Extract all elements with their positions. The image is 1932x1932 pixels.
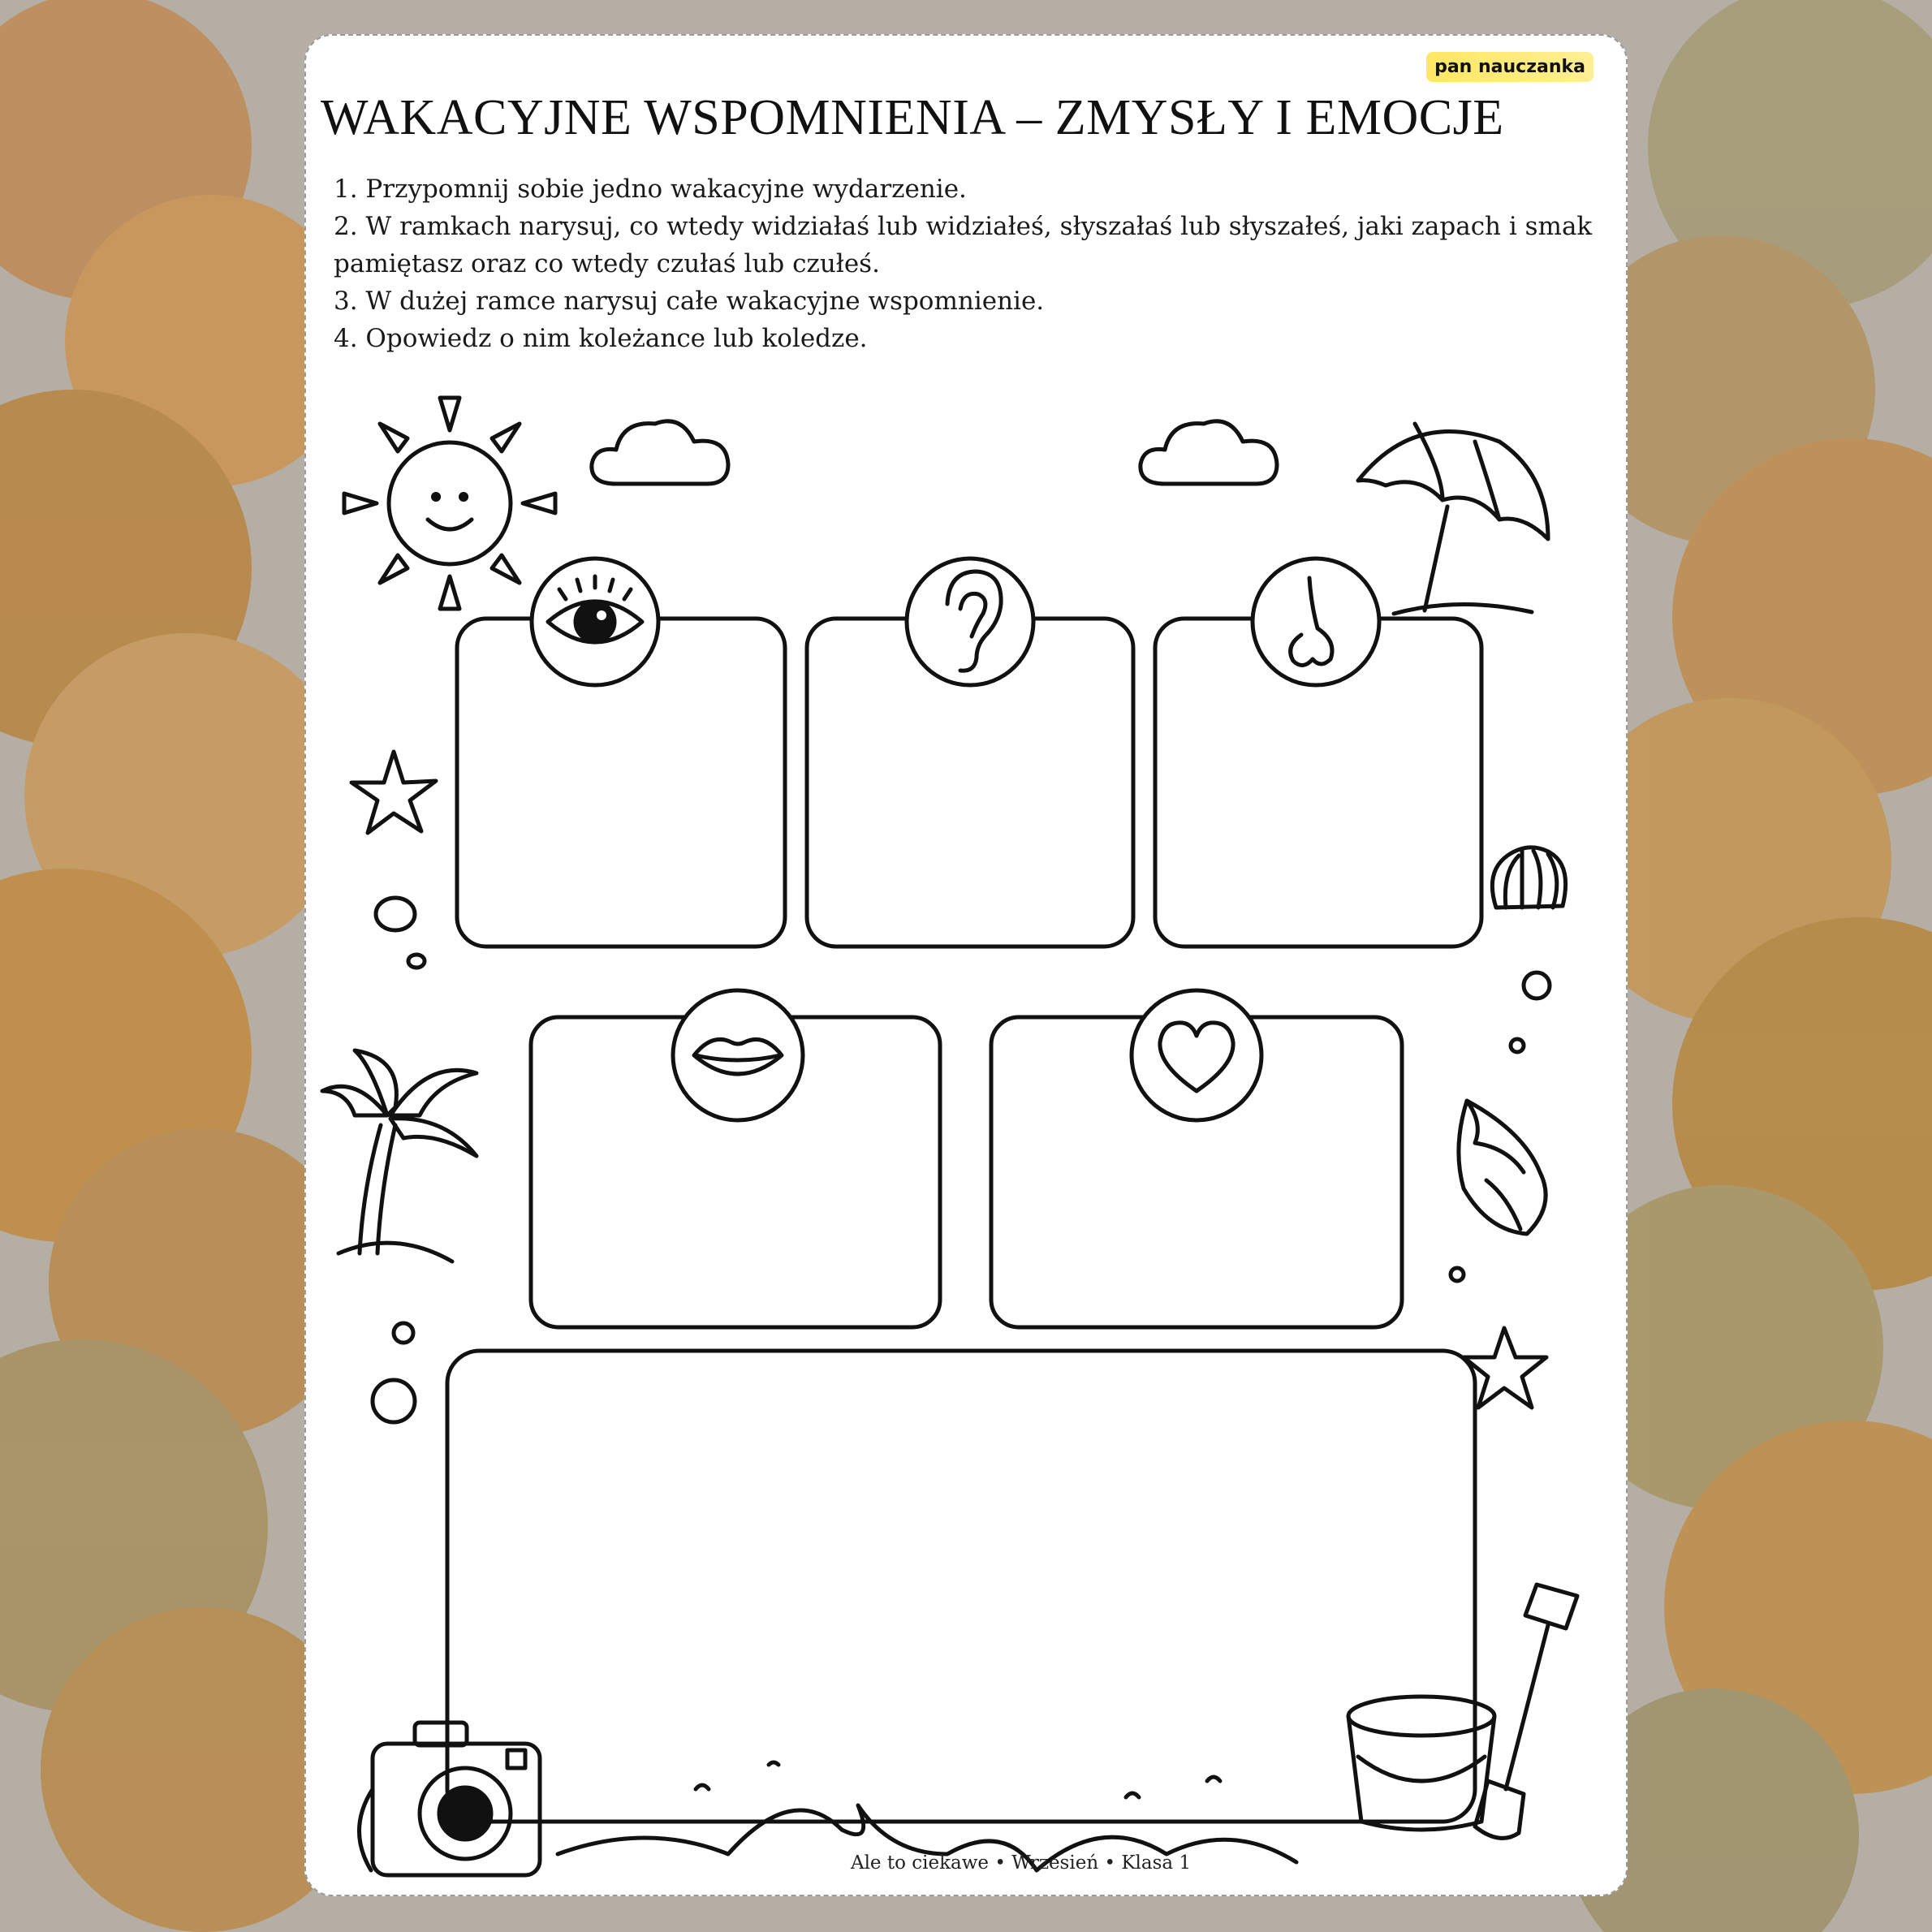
footer-text: Ale to ciekawe • Wrzesień • Klasa 1 [850, 1852, 1192, 1874]
worksheet-artwork [320, 395, 1580, 1878]
instruction-line: pamiętasz oraz co wtedy czułaś lub czułe… [334, 249, 880, 278]
frame-whole-memory [445, 1348, 1477, 1824]
eye-icon [529, 556, 661, 688]
worksheet-page: pan nauczanka WAKACYJNE WSPOMNIENIA – ZM… [304, 34, 1628, 1896]
worksheet-title: WAKACYJNE WSPOMNIENIA – ZMYSŁY I EMOCJE [321, 90, 1504, 145]
instructions-list: 1. Przypomnij sobie jedno wakacyjne wyda… [334, 170, 1600, 357]
lips-icon [671, 988, 805, 1123]
footer: Ale to ciekawe • Wrzesień • Klasa 1 [306, 1852, 1626, 1874]
instruction-line: 4. Opowiedz o nim koleżance lub koledze. [334, 324, 868, 353]
conch-shell-icon [1456, 1098, 1548, 1236]
camera-icon [357, 1720, 542, 1878]
instruction-line: 3. W dużej ramce narysuj całe wakacyjne … [334, 287, 1045, 316]
ear-icon [904, 556, 1036, 688]
starfish-icon [1461, 1326, 1549, 1410]
bucket-icon [1346, 1694, 1497, 1832]
heart-icon [1129, 988, 1264, 1123]
cloud-icon [589, 419, 731, 486]
starfish-icon [349, 749, 438, 835]
beach-umbrella-icon [1356, 421, 1550, 616]
nose-icon [1250, 556, 1382, 688]
instruction-line: 1. Przypomnij sobie jedno wakacyjne wyda… [334, 175, 967, 204]
seashell-icon [1490, 845, 1568, 910]
pebbles [370, 895, 1552, 1425]
shovel-icon [1473, 1582, 1580, 1840]
palm-tree-icon [320, 1048, 479, 1264]
instruction-line: 2. W ramkach narysuj, co wtedy widziałaś… [334, 212, 1593, 241]
brand-logo: pan nauczanka [1426, 52, 1593, 82]
wave-icon [555, 1760, 1299, 1873]
cloud-icon [1138, 419, 1279, 486]
sun-icon [342, 395, 558, 611]
